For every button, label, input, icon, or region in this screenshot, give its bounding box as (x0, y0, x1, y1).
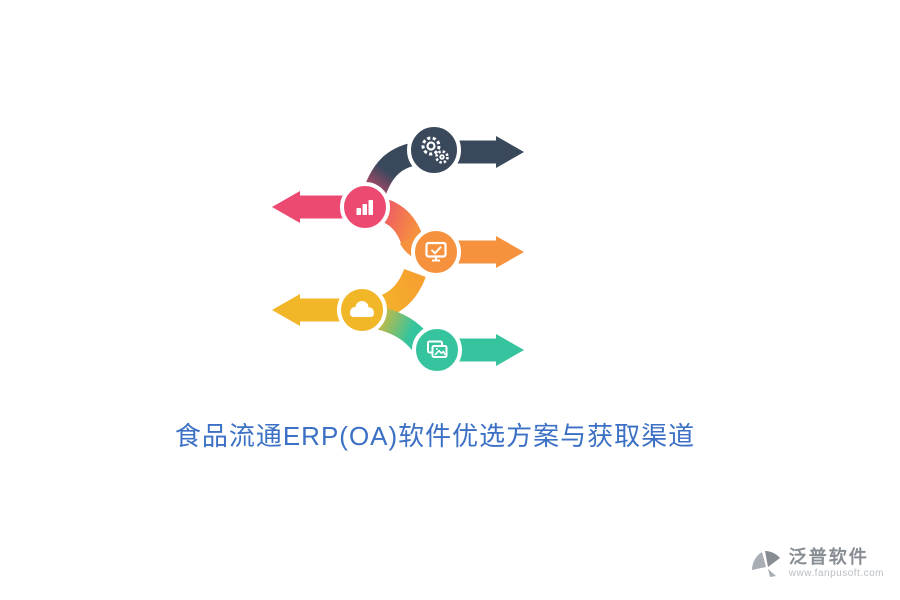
process-arrows-graphic (272, 123, 524, 375)
badge-cloud (337, 285, 387, 335)
arrowhead-left-pink (272, 191, 300, 223)
bar-chart-icon (356, 200, 373, 215)
arrowhead-left-yellow (272, 294, 300, 326)
badge-bar-chart (340, 182, 390, 232)
footer-brand: 泛普软件 www.fanpusoft.com (749, 546, 884, 580)
arrowhead-right-dark (496, 136, 524, 168)
screen-check-icon (425, 241, 447, 262)
fanpu-logo-icon (751, 551, 780, 577)
arrowhead-right-orange (496, 236, 524, 268)
images-icon (427, 340, 448, 358)
page-title: 食品流通ERP(OA)软件优选方案与获取渠道 (174, 421, 696, 451)
infographic-canvas (250, 110, 550, 400)
badge-gear (407, 123, 461, 177)
gear-icon (421, 136, 449, 164)
badge-images (412, 325, 462, 375)
brand-name: 泛普软件 (788, 546, 869, 567)
cloud-icon (350, 301, 374, 317)
brand-website: www.fanpusoft.com (788, 567, 884, 579)
badge-screen (411, 227, 461, 277)
arrowhead-right-green (496, 334, 524, 366)
footer-text: 泛普软件 www.fanpusoft.com (789, 547, 884, 580)
